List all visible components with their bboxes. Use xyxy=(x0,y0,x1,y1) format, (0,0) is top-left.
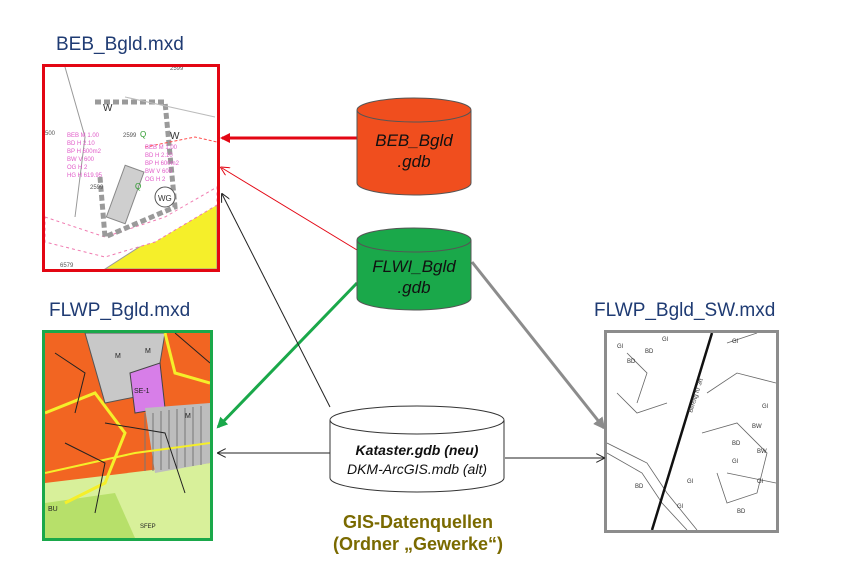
parcel-number: 500 xyxy=(45,131,56,137)
flwp-sw-map-thumbnail[interactable]: BD BD Gl Gl BW BD Gl Gl Gl BW BD Gl Gl G… xyxy=(604,330,779,533)
flwp-map-title: FLWP_Bgld.mxd xyxy=(49,300,191,321)
sw-label: Gl xyxy=(762,404,768,410)
gis-datasource-caption: GIS-Datenquellen (Ordner „Gewerke“) xyxy=(300,511,536,555)
flwp-map-drawing: M M SE-1 M BU SFEP xyxy=(45,333,210,538)
beb-table-text: BW V 600 xyxy=(145,169,173,175)
zone-label-bu: BU xyxy=(48,506,58,513)
sw-label: Gl xyxy=(732,339,738,345)
arrow-flwi-to-flwp-map xyxy=(216,281,359,429)
zone-label-m: M xyxy=(145,348,151,355)
beb-gdb-ext: .gdb xyxy=(397,152,431,171)
dkm-mdb-name: DKM-ArcGIS.mdb (alt) xyxy=(346,461,487,477)
q-label: Q xyxy=(135,182,141,191)
arrow-flwi-to-beb-map xyxy=(222,168,358,251)
parcel-number: 6579 xyxy=(60,263,74,269)
caption-line-1: GIS-Datenquellen xyxy=(342,512,494,532)
beb-table-text: HG H 619.95 xyxy=(67,173,103,179)
sw-label: BD xyxy=(732,441,741,447)
sw-label: Gl xyxy=(687,479,693,485)
beb-table-text: OG H 2 xyxy=(67,165,88,171)
sw-label: Gl xyxy=(617,344,623,350)
flwp-sw-map-drawing: BD BD Gl Gl BW BD Gl Gl Gl BW BD Gl Gl G… xyxy=(607,333,776,530)
sw-label: Gl xyxy=(662,337,668,343)
sw-label: Gl xyxy=(757,479,763,485)
flwi-gdb-ext: .gdb xyxy=(397,278,431,297)
sw-label: BD xyxy=(645,349,654,355)
parcel-number: 2599 xyxy=(90,185,104,191)
kataster-gdb-name: Kataster.gdb (neu) xyxy=(355,442,479,458)
q-label: Q xyxy=(140,130,146,139)
beb-table-text: BW V 600 xyxy=(67,157,95,163)
sw-label: BD xyxy=(627,359,636,365)
beb-map-title: BEB_Bgld.mxd xyxy=(56,34,184,55)
flwp-sw-map-title: FLWP_Bgld_SW.mxd xyxy=(594,300,776,321)
arrow-kataster-to-beb-map xyxy=(222,194,331,408)
sw-label: Gl xyxy=(677,504,683,510)
sw-label: BD xyxy=(737,509,746,515)
beb-gdb-name: BEB_Bgld xyxy=(375,131,453,150)
beb-table-text: BP H 600m2 xyxy=(145,161,180,167)
sw-label: BD xyxy=(635,484,644,490)
zone-label-m: M xyxy=(185,413,191,420)
zone-label-m: M xyxy=(115,353,121,360)
beb-table-text: OG H 2 xyxy=(145,177,166,183)
zone-label-se: SE-1 xyxy=(134,388,150,395)
parcel-number: 2599 xyxy=(123,133,137,139)
beb-table-text: BD H 2.10 xyxy=(67,141,95,147)
beb-gdb-label: BEB_Bgld .gdb xyxy=(357,130,471,172)
zone-label-sfep: SFEP xyxy=(140,524,156,530)
beb-map-thumbnail[interactable]: WG W W Q Q 2599 2599 2599 500 6579 BEB M… xyxy=(42,64,220,272)
beb-table-text: BEB M 1.00 xyxy=(145,145,178,151)
beb-map-drawing: WG W W Q Q 2599 2599 2599 500 6579 BEB M… xyxy=(45,67,217,269)
w-label: W xyxy=(170,131,180,142)
sw-label: Gl xyxy=(732,459,738,465)
sw-label: BW xyxy=(757,449,767,455)
flwp-map-thumbnail[interactable]: M M SE-1 M BU SFEP xyxy=(42,330,213,541)
caption-line-2: (Ordner „Gewerke“) xyxy=(332,534,504,554)
sw-label: BW xyxy=(752,424,762,430)
arrow-flwi-to-flwp-sw-map xyxy=(470,261,606,430)
flwi-gdb-label: FLWI_Bgld .gdb xyxy=(357,256,471,298)
kataster-label: Kataster.gdb (neu) DKM-ArcGIS.mdb (alt) xyxy=(330,441,504,479)
beb-table-text: BP H 600m2 xyxy=(67,149,102,155)
beb-table-text: BD H 2.10 xyxy=(145,153,173,159)
parcel-number: 2599 xyxy=(170,67,184,72)
wg-label: WG xyxy=(158,194,172,203)
flwi-gdb-name: FLWI_Bgld xyxy=(372,257,456,276)
beb-table-text: BEB M 1.00 xyxy=(67,133,100,139)
w-label: W xyxy=(103,103,113,114)
